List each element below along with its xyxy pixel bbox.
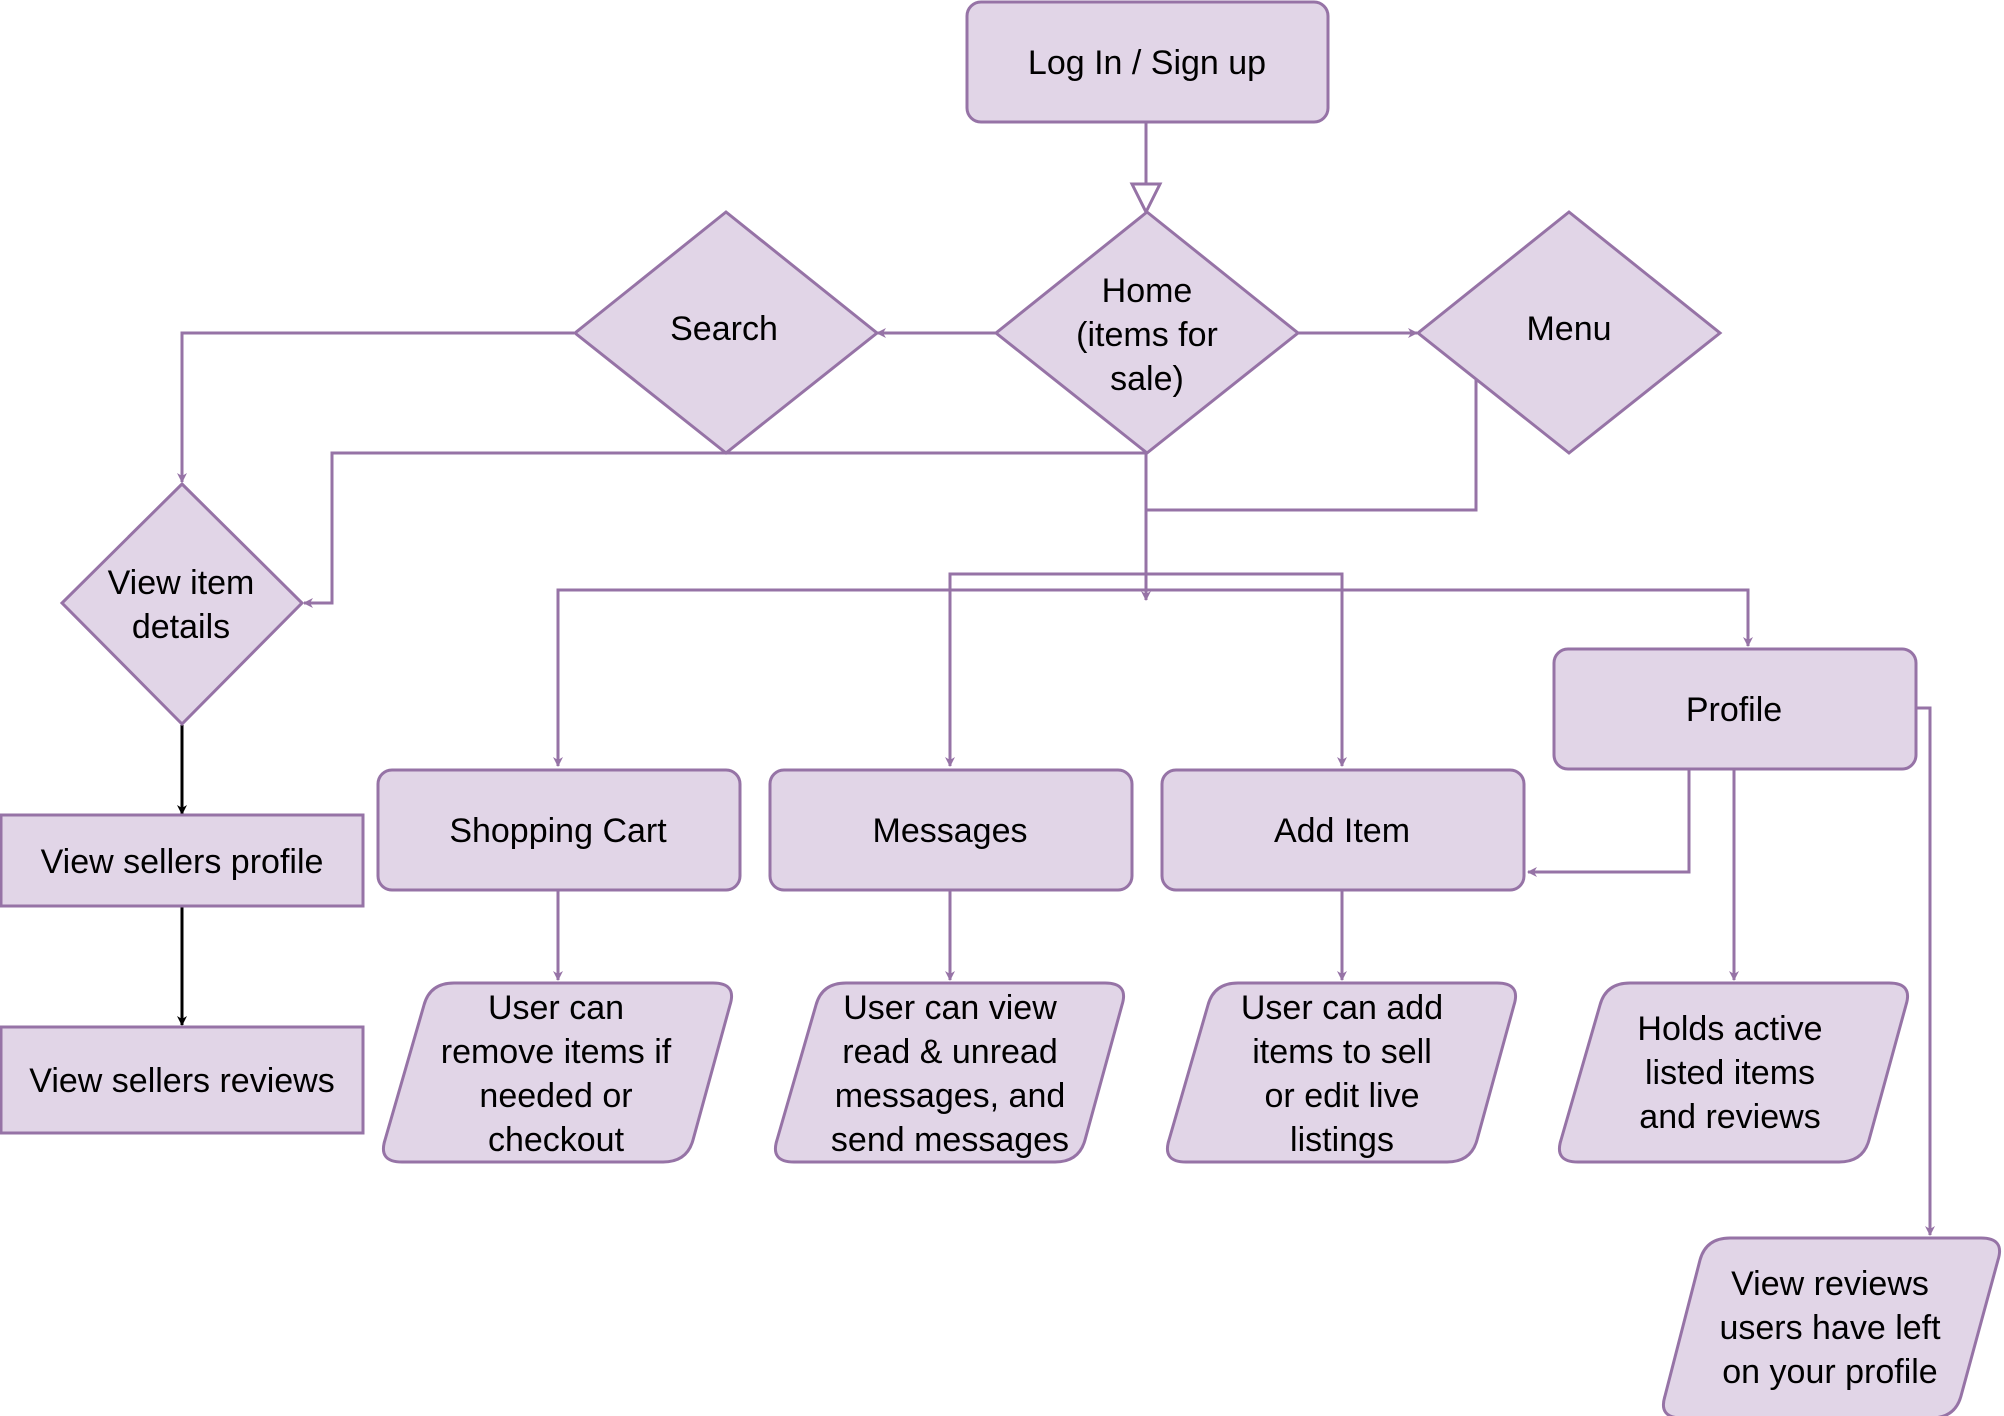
edge-to-add-item (1146, 572, 1347, 767)
view-sellers-profile-node[interactable]: View sellers profile (0, 813, 365, 908)
label-line: User can view (843, 989, 1057, 1027)
profile-label: Profile (1686, 691, 1782, 729)
view-item-node[interactable]: View item details (59, 481, 305, 727)
label-line: Add Item (1274, 812, 1410, 850)
menu-node[interactable]: Menu (1415, 210, 1723, 455)
messages-note-node: User can view read & unread messages, and s… (773, 981, 1126, 1164)
label-line: View item (108, 564, 255, 602)
search-label: Search (670, 310, 778, 348)
edge-search-view-item (177, 331, 574, 483)
login-label: Log In / Sign up (1028, 44, 1266, 82)
edges (177, 122, 1935, 1236)
reviews-note-node: View reviews users have left on your profi… (1661, 1236, 2002, 1416)
label-line: View reviews (1731, 1265, 1929, 1303)
edge-to-shopping-cart (553, 588, 1146, 767)
label-line: details (132, 608, 230, 646)
label-line: View sellers profile (41, 843, 324, 881)
shopping-cart-label: Shopping Cart (449, 812, 667, 850)
label-line: and reviews (1639, 1098, 1820, 1136)
label-line: items to sell (1252, 1033, 1432, 1071)
cart-note-node: User can remove items if needed or checkout (381, 981, 734, 1164)
messages-node[interactable]: Messages (768, 768, 1134, 892)
edge-to-profile (1146, 588, 1753, 647)
label-line: Menu (1526, 310, 1611, 348)
messages-note-label: User can view read & unread messages, and s… (831, 989, 1069, 1159)
edge-to-messages (945, 572, 1146, 767)
reviews-note-label: View reviews users have left on your profi… (1719, 1265, 1941, 1391)
add-item-node[interactable]: Add Item (1160, 768, 1526, 892)
view-item-label: View item details (108, 564, 255, 646)
label-line: Search (670, 310, 778, 348)
label-line: or edit live (1265, 1077, 1420, 1115)
shopping-cart-node[interactable]: Shopping Cart (376, 768, 742, 892)
search-node[interactable]: Search (572, 210, 880, 455)
home-label: Home (items for sale) (1076, 272, 1218, 398)
label-line: read & unread (842, 1033, 1058, 1071)
edge-profile-reviews-note (1915, 706, 1935, 1236)
label-line: Log In / Sign up (1028, 44, 1266, 82)
profile-note-node: Holds active listed items and reviews (1557, 981, 1910, 1164)
label-line: View sellers reviews (29, 1062, 334, 1100)
cart-note-label: User can remove items if needed or checkout (441, 989, 672, 1159)
view-sellers-reviews-node[interactable]: View sellers reviews (0, 1025, 365, 1135)
label-line: checkout (488, 1121, 625, 1159)
label-line: Shopping Cart (449, 812, 667, 850)
edge-home-view-item (303, 451, 1146, 608)
label-line: Holds active (1637, 1010, 1822, 1048)
label-line: Messages (873, 812, 1028, 850)
label-line: users have left (1719, 1309, 1941, 1347)
profile-note-label: Holds active listed items and reviews (1637, 1010, 1822, 1136)
label-line: Home (1102, 272, 1193, 310)
menu-label: Menu (1526, 310, 1611, 348)
login-node[interactable]: Log In / Sign up (965, 0, 1330, 124)
label-line: messages, and (835, 1077, 1066, 1115)
profile-node[interactable]: Profile (1552, 647, 1918, 771)
view-sellers-profile-label: View sellers profile (41, 843, 324, 881)
home-node[interactable]: Home (items for sale) (993, 210, 1301, 455)
view-sellers-reviews-label: View sellers reviews (29, 1062, 334, 1100)
label-line: Profile (1686, 691, 1782, 729)
label-line: User can (488, 989, 624, 1027)
label-line: remove items if (441, 1033, 672, 1071)
label-line: on your profile (1722, 1353, 1937, 1391)
label-line: send messages (831, 1121, 1069, 1159)
edge-menu-junction (1146, 380, 1478, 512)
label-line: (items for (1076, 316, 1218, 354)
messages-label: Messages (873, 812, 1028, 850)
label-line: needed or (479, 1077, 632, 1115)
label-line: listed items (1645, 1054, 1815, 1092)
edge-login-home-arrowhead (1129, 182, 1163, 216)
label-line: sale) (1110, 360, 1184, 398)
add-item-note-node: User can add items to sell or edit live lis… (1165, 981, 1518, 1164)
label-line: listings (1290, 1121, 1394, 1159)
add-item-label: Add Item (1274, 812, 1410, 850)
label-line: User can add (1241, 989, 1443, 1027)
add-item-note-label: User can add items to sell or edit live lis… (1241, 989, 1443, 1159)
edge-profile-add-item (1527, 769, 1691, 877)
